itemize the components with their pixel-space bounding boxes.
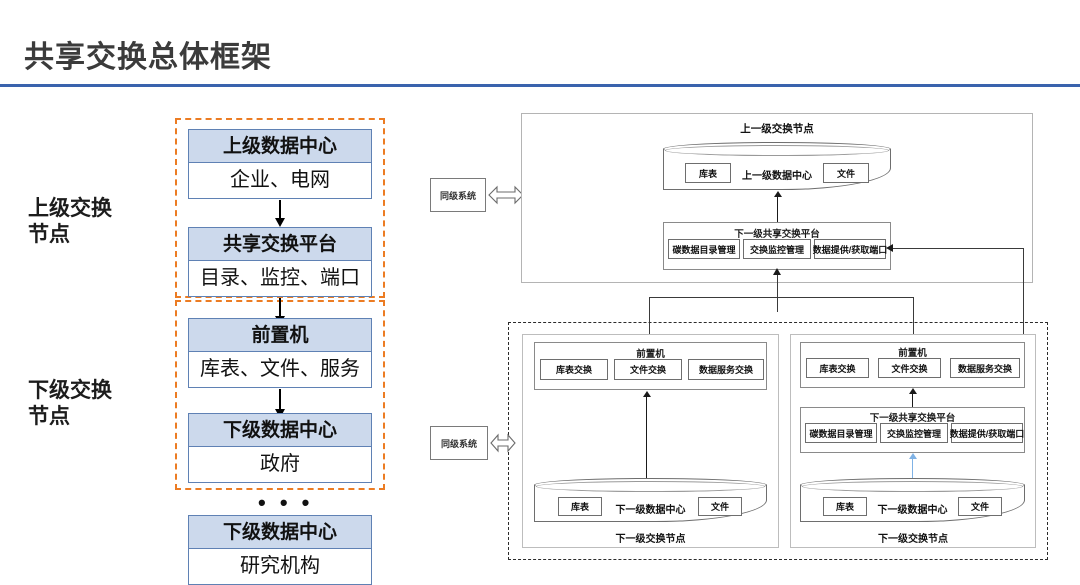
left-box-header-share-platform: 共享交换平台: [188, 227, 372, 261]
tree-branch-horizontal: [649, 297, 914, 298]
peer-system-label-bottom: 同级系统: [440, 438, 477, 449]
left-box-body-lower-datacenter: 政府: [188, 447, 372, 483]
cylinder-cap-inner: [536, 481, 765, 492]
chip-child2-frontend-1: 文件交换: [878, 358, 941, 378]
child2-datacenter-label: 下一级数据中心: [877, 505, 948, 516]
child1-datacenter-label: 下一级数据中心: [615, 505, 686, 516]
tree-branch-right-vertical: [913, 297, 914, 341]
chip-child2-platform-2: 数据提供/获取端口: [950, 423, 1024, 443]
ellipsis-indicator: • • •: [258, 490, 314, 515]
left-box-body-share-platform: 目录、监控、端口: [188, 261, 372, 297]
cylinder-cap-inner: [665, 145, 889, 156]
side-label-upper-node: 上级交换 节点: [28, 197, 112, 246]
return-line-horizontal: [890, 248, 1024, 249]
cylinder-cap-inner: [802, 481, 1023, 492]
left-box-body-lower-datacenter-2: 研究机构: [188, 549, 372, 585]
chip-child2-dc-left: 库表: [823, 497, 867, 516]
connector-child1-frontend-to-dc: [642, 391, 651, 486]
chip-upper-platform-0: 碳数据目录管理: [668, 239, 740, 259]
child2-front-end-title: 前置机: [898, 348, 927, 359]
tree-branch-left-vertical: [649, 297, 650, 341]
upper-datacenter-cylinder: 库表 上一级数据中心 文件: [663, 142, 891, 190]
left-box-header-lower-datacenter: 下级数据中心: [188, 413, 372, 447]
chip-child1-dc-left: 库表: [558, 497, 602, 516]
chip-child2-frontend-2: 数据服务交换: [950, 358, 1020, 378]
chip-child1-frontend-2: 数据服务交换: [688, 359, 764, 380]
peer-system-label-top: 同级系统: [439, 190, 476, 201]
chip-upper-dc-left: 库表: [685, 163, 731, 183]
chip-upper-platform-2: 数据提供/获取端口: [813, 239, 887, 259]
chip-child2-platform-0: 碳数据目录管理: [805, 423, 877, 443]
child-node-2-caption: 下一级交换节点: [878, 534, 948, 545]
upper-node-caption: 上一级交换节点: [740, 123, 814, 135]
connector-upper-platform-to-dc: [773, 191, 782, 228]
chip-child1-frontend-0: 库表交换: [540, 359, 608, 380]
child-node-1-caption: 下一级交换节点: [615, 534, 686, 545]
title-underline-rule: [0, 84, 1080, 87]
chip-upper-platform-1: 交换监控管理: [743, 239, 811, 259]
tree-trunk-arrowhead: [773, 268, 781, 275]
chip-child1-dc-right: 文件: [698, 497, 742, 516]
tree-trunk-vertical: [777, 272, 778, 312]
left-box-header-upper-datacenter: 上级数据中心: [188, 129, 372, 163]
child1-front-end-title: 前置机: [636, 349, 665, 360]
arrow-down-1: [275, 200, 285, 227]
side-label-lower-node: 下级交换 节点: [28, 379, 112, 428]
connector-child2-platform-to-dc: [908, 453, 917, 485]
peer-system-box-top: 同级系统: [430, 178, 486, 212]
child2-share-platform-title: 下一级共享交换平台: [869, 413, 956, 424]
peer-system-box-bottom: 同级系统: [430, 426, 488, 460]
left-box-body-upper-datacenter: 企业、电网: [188, 163, 372, 199]
upper-share-platform-title: 下一级共享交换平台: [734, 229, 820, 240]
child1-datacenter-cylinder: 库表 下一级数据中心 文件: [534, 478, 767, 522]
arrow-down-2: [275, 298, 285, 325]
chip-child2-dc-right: 文件: [958, 497, 1002, 516]
left-box-body-front-end: 库表、文件、服务: [188, 352, 372, 388]
chip-child2-frontend-0: 库表交换: [806, 358, 869, 378]
double-arrow-icon-bottom: [490, 433, 516, 453]
chip-child1-frontend-1: 文件交换: [614, 359, 682, 380]
arrow-down-3: [275, 389, 285, 418]
chip-upper-dc-right: 文件: [823, 163, 869, 183]
dashed-group-upper: [175, 118, 385, 298]
page-title: 共享交换总体框架: [24, 41, 272, 74]
child2-datacenter-cylinder: 库表 下一级数据中心 文件: [800, 478, 1025, 522]
double-arrow-icon-top: [488, 185, 524, 205]
left-box-header-front-end: 前置机: [188, 318, 372, 352]
upper-datacenter-label: 上一级数据中心: [742, 171, 812, 182]
chip-child2-platform-1: 交换监控管理: [880, 423, 948, 443]
left-box-header-lower-datacenter-2: 下级数据中心: [188, 515, 372, 549]
return-line-arrowhead: [886, 244, 893, 252]
